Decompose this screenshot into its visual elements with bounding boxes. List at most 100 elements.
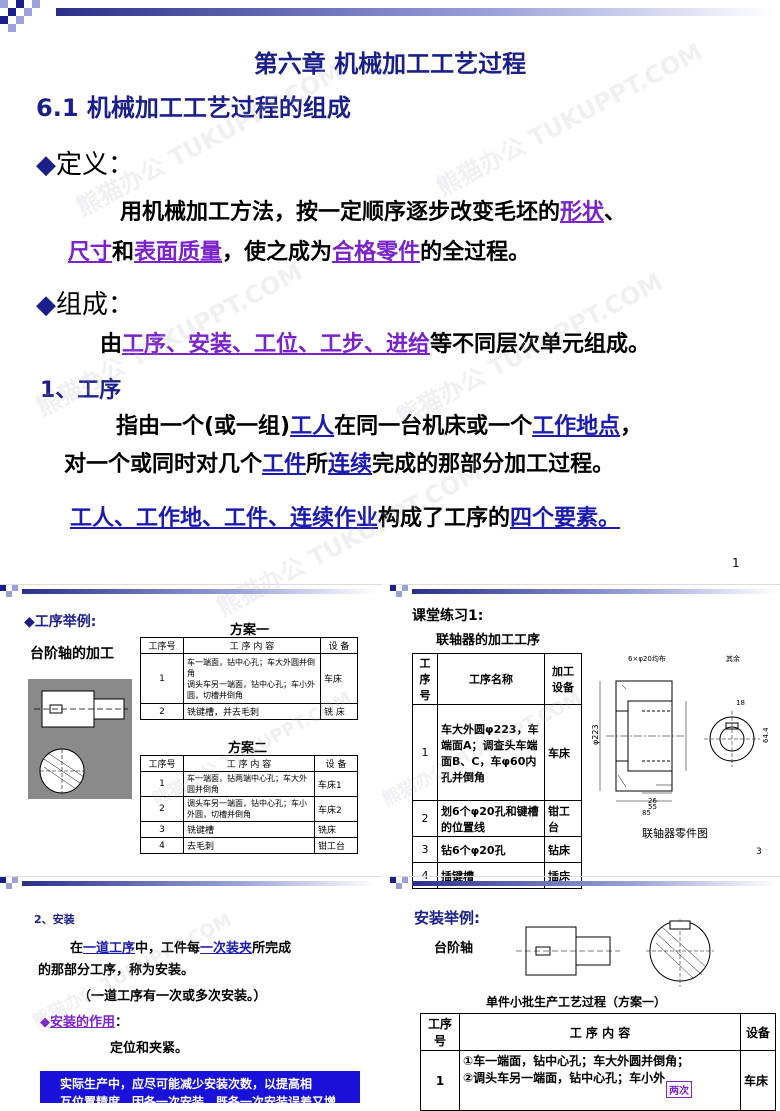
single-batch-process-table: 工序号 工 序 内 容 设备 1 ①车一端面，钻中心孔；车大外圆并倒角； ②调头… xyxy=(420,1013,776,1111)
title-bar-stripe xyxy=(412,881,778,886)
table-cell: ①车一端面，钻中心孔；车大外圆并倒角； ②调头车另一端面，钻中心孔；车小外 两次 xyxy=(459,1050,741,1111)
decorative-checker xyxy=(0,0,40,32)
install-role-label: ◆安装的作用： xyxy=(40,1015,129,1030)
table-cell: 调头车另一端面，钻中心孔；车小外圆，切槽并倒角 xyxy=(183,796,315,822)
table-cell: 2 xyxy=(412,800,438,837)
figure-caption: 联轴器零件图 xyxy=(642,827,708,840)
plan-a-table: 工序号工 序 内 容设 备 1 车一端面，钻中心孔；车大外圆并倒角 调头车另一端… xyxy=(140,637,358,720)
coupling-part-drawing: φ223 26 55 85 6×φ20均布 其余 18 64.4 xyxy=(591,654,770,815)
step-2-text: ②调头车另一端面，钻中心孔；车小外 xyxy=(463,1071,666,1085)
table-cell: 1 xyxy=(420,1050,460,1111)
practice-note-box: 实际生产中，应尽可能减少安装次数，以提高相 互位置精度，因各一次安装，既各一次安… xyxy=(40,1071,360,1103)
page-number: 1 xyxy=(732,556,740,570)
hole-note-label: 6×φ20均布 xyxy=(628,654,666,663)
page-number: 3 xyxy=(756,847,762,857)
step-1-text: ①车一端面，钻中心孔；车大外圆并倒角； xyxy=(463,1054,690,1068)
svg-text:26: 26 xyxy=(648,797,657,805)
table-cell: 车一端面，钻中心孔；车大外圆并倒角 调头车另一端面，钻中心孔；车小外圆，切槽并倒… xyxy=(183,653,321,704)
slide2-title: ◆工序举例: xyxy=(24,614,97,630)
title-bar-stripe xyxy=(412,589,778,594)
slide-5: 安装举例: 台阶轴 单件小批生产工艺过程（方案一） 工序号 工 序 内 容 设备… xyxy=(390,876,780,1111)
slide3-title: 课堂练习1: xyxy=(412,608,484,624)
section-title: 6.1 机械加工工艺过程的组成 xyxy=(36,94,351,122)
header-cell: 工序号 xyxy=(412,653,438,705)
svg-text:85: 85 xyxy=(642,809,651,815)
slide-2: ◆工序举例: 台阶轴的加工 方案一 工序号工 序 内 容设 备 1 车一端面，钻… xyxy=(0,584,382,867)
title-bar-stripe xyxy=(22,881,378,886)
svg-text:φ223: φ223 xyxy=(591,724,600,745)
install-role-text: 定位和夹紧。 xyxy=(110,1041,189,1056)
process-heading: 1、工序 xyxy=(40,378,122,403)
table-cell: 4 xyxy=(140,837,184,854)
definition-line-2: 尺寸和表面质量，使之成为合格零件的全过程。 xyxy=(68,240,531,265)
header-cell: 设 备 xyxy=(320,637,358,654)
diamond-bullet-icon: ◆ xyxy=(36,290,56,320)
table-cell: 3 xyxy=(412,836,438,863)
diamond-bullet-icon: ◆ xyxy=(40,1015,50,1030)
four-elements-line: 工人、工作地、工件、连续作业构成了工序的四个要素。 xyxy=(70,506,621,531)
table-cell: 车大外圆φ223，车端面A；调查头车端面B、C，车φ60内孔并倒角 xyxy=(437,704,545,801)
title-bar-stripe xyxy=(56,8,776,16)
table-cell: 铣键槽 xyxy=(183,821,315,838)
table-cell: 车床 xyxy=(320,653,358,704)
header-cell: 工序号 xyxy=(420,1013,460,1051)
diamond-bullet-icon: ◆ xyxy=(36,150,56,180)
header-cell: 工序号 xyxy=(140,755,184,772)
plan-b-title: 方案二 xyxy=(228,741,268,756)
title-bar-stripe xyxy=(22,589,378,594)
install-line-2: 的那部分工序，称为安装。 xyxy=(38,963,195,978)
table-cell: 车床 xyxy=(740,1050,776,1111)
svg-text:18: 18 xyxy=(736,699,745,707)
table-row: 1 ①车一端面，钻中心孔；车大外圆并倒角； ②调头车另一端面，钻中心孔；车小外 … xyxy=(420,1050,776,1111)
table-cell: 钳工台 xyxy=(544,800,582,837)
table-cell: 车床1 xyxy=(314,771,358,797)
header-cell: 工 序 内 容 xyxy=(183,637,321,654)
process-line-2: 对一个或同时对几个工件所连续完成的那部分加工过程。 xyxy=(64,452,615,477)
slide5-subtitle: 台阶轴 xyxy=(434,941,474,956)
table-cell: 钻6个φ20孔 xyxy=(437,836,545,863)
table-cell: 车一端面，钻两端中心孔；车大外圆并倒角 xyxy=(183,771,315,797)
process-table-title: 单件小批生产工艺过程（方案一） xyxy=(486,995,667,1009)
table-cell: 划6个φ20孔和键槽的位置线 xyxy=(437,800,545,837)
install-line-3: （一道工序有一次或多次安装。） xyxy=(78,989,267,1004)
stepped-shaft-drawing xyxy=(28,679,132,799)
decorative-checker xyxy=(390,585,408,597)
table-cell: 1 xyxy=(140,653,184,704)
decorative-checker xyxy=(0,585,18,597)
table-row: 2 铣键槽，并去毛刺 铣 床 xyxy=(140,703,358,720)
other-surfaces-label: 其余 xyxy=(726,654,740,663)
header-cell: 工序号 xyxy=(140,637,184,654)
plan-a-title: 方案一 xyxy=(230,623,270,638)
table-cell: 2 xyxy=(140,703,184,720)
header-cell: 设备 xyxy=(740,1013,776,1051)
table-cell: 钳工台 xyxy=(314,837,358,854)
process-line-1: 指由一个(或一组)工人在同一台机床或一个工作地点， xyxy=(116,414,643,439)
table-cell: 车床 xyxy=(544,704,582,801)
table-cell: 铣 床 xyxy=(320,703,358,720)
install-heading: 2、安装 xyxy=(34,913,75,926)
note-line-1: 实际生产中，应尽可能减少安装次数，以提高相 xyxy=(60,1077,313,1091)
composition-label: ◆组成： xyxy=(36,290,135,320)
slide3-subtitle: 联轴器的加工工序 xyxy=(436,633,541,648)
install-line-1: 在一道工序中，工件每一次装夹所完成 xyxy=(70,941,292,956)
table-cell: 3 xyxy=(140,821,184,838)
chapter-title: 第六章 机械加工工艺过程 xyxy=(253,50,527,78)
table-cell: 钻床 xyxy=(544,836,582,863)
two-setups-badge: 两次 xyxy=(666,1081,692,1098)
slide2-subtitle: 台阶轴的加工 xyxy=(30,646,114,662)
svg-text:55: 55 xyxy=(648,803,657,811)
definition-label: ◆定义： xyxy=(36,150,135,180)
header-cell: 加工设备 xyxy=(544,653,582,705)
slide5-title: 安装举例: xyxy=(414,909,480,927)
header-cell: 工 序 内 容 xyxy=(459,1013,741,1051)
header-cell: 设 备 xyxy=(314,755,358,772)
